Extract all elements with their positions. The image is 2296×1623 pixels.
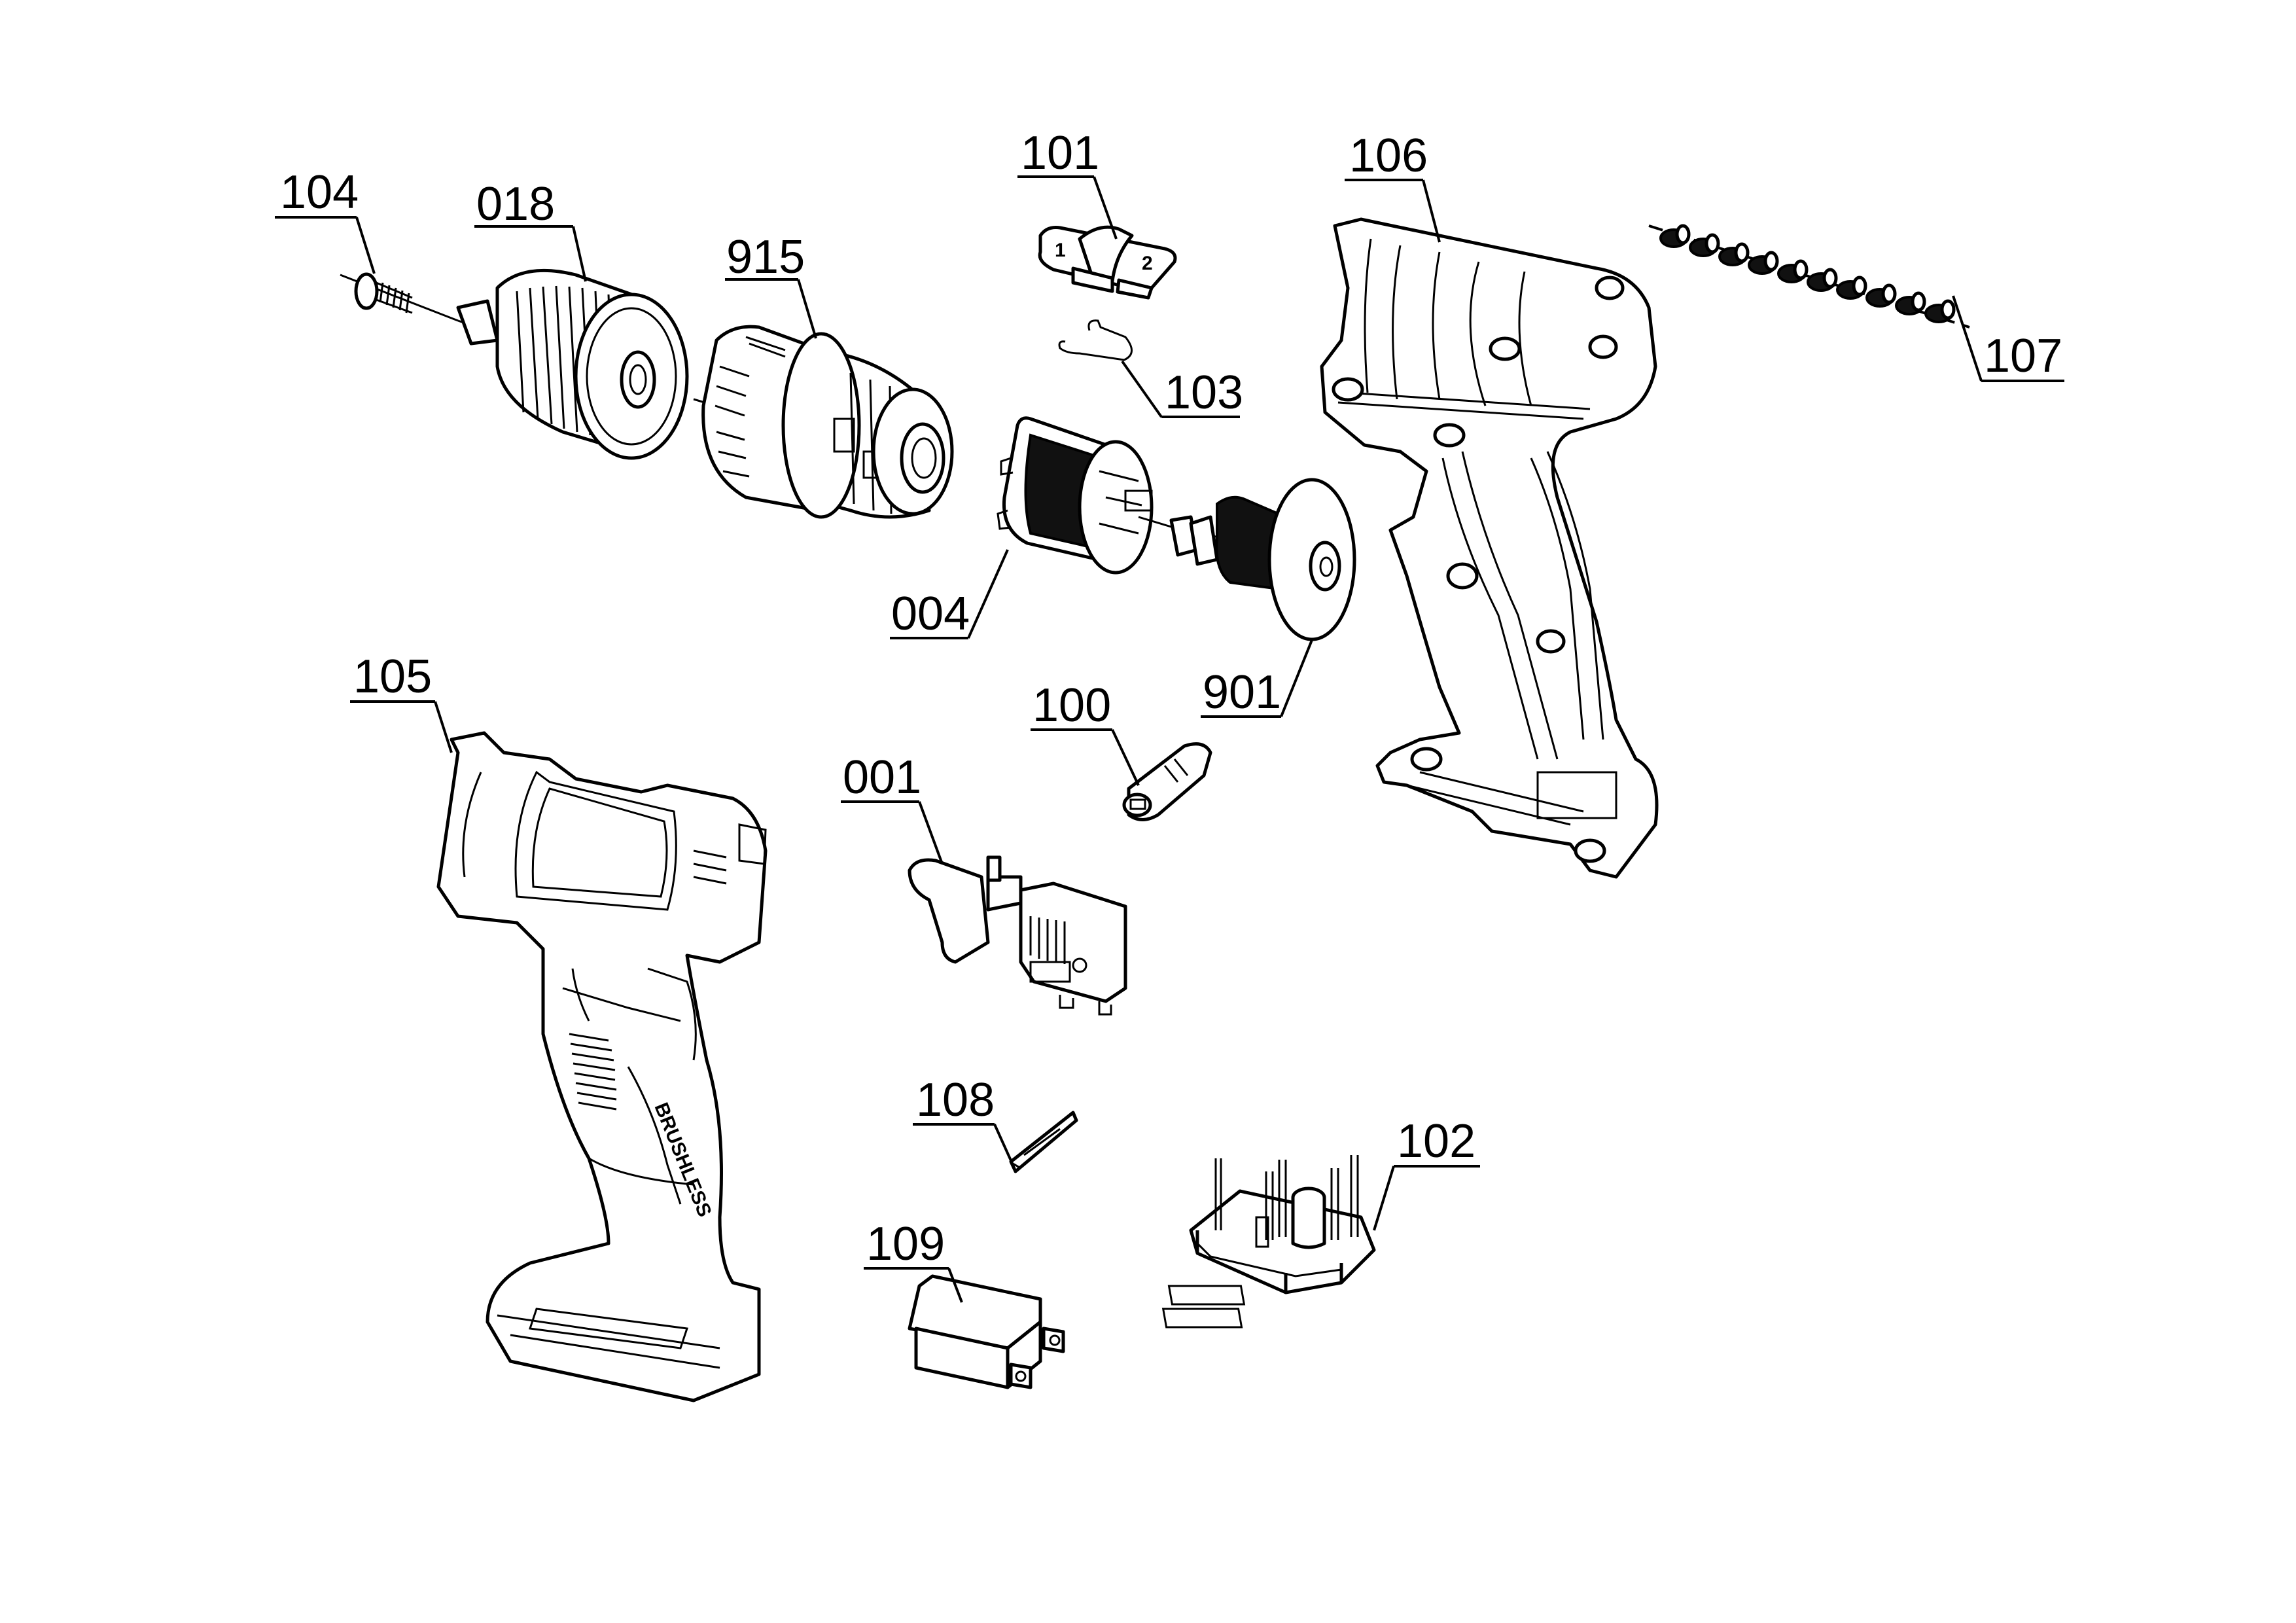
screw-head-8 xyxy=(1865,283,1897,308)
callout-109: 109 xyxy=(864,1218,963,1303)
part-number-101: 101 xyxy=(1021,127,1099,179)
screw-head-2 xyxy=(1689,233,1720,257)
part-901-rotor xyxy=(1169,478,1356,641)
part-number-103: 103 xyxy=(1165,366,1243,419)
callout-105: 105 xyxy=(350,651,453,753)
part-001-trigger xyxy=(908,855,1127,1016)
callout-001: 001 xyxy=(841,751,944,865)
screw-head-1 xyxy=(1659,224,1691,248)
part-018-chuck xyxy=(456,268,689,460)
screw-head-4 xyxy=(1748,251,1779,275)
part-number-901: 901 xyxy=(1203,666,1281,719)
callout-100: 100 xyxy=(1031,679,1140,786)
part-106-housing xyxy=(1320,217,1659,879)
callout-101: 101 xyxy=(1017,127,1118,240)
part-103-spring xyxy=(1058,319,1133,361)
part-109-battery-terminal xyxy=(908,1274,1246,1389)
part-100-reverse-switch xyxy=(1122,742,1212,821)
callout-106: 106 xyxy=(1345,130,1441,243)
screw-head-7 xyxy=(1836,276,1867,300)
part-107-screws xyxy=(1648,224,1970,329)
callout-004: 004 xyxy=(890,549,1009,640)
part-number-108: 108 xyxy=(916,1074,995,1126)
part-number-018: 018 xyxy=(476,178,555,230)
part-number-109: 109 xyxy=(866,1218,945,1270)
part-101-speed-switch: 1 2 xyxy=(1038,225,1177,300)
part-number-104: 104 xyxy=(280,166,359,219)
part-number-001: 001 xyxy=(843,751,921,804)
speed-mark-1: 1 xyxy=(1055,240,1066,261)
part-number-105: 105 xyxy=(353,651,432,703)
part-104-screw xyxy=(340,272,459,322)
part-number-004: 004 xyxy=(891,588,970,640)
part-004-stator xyxy=(997,416,1172,575)
screw-head-6 xyxy=(1807,268,1838,292)
part-number-100: 100 xyxy=(1033,679,1111,732)
part-number-106: 106 xyxy=(1349,130,1428,182)
callout-108: 108 xyxy=(913,1074,1014,1166)
callout-103: 103 xyxy=(1121,360,1243,419)
part-number-102: 102 xyxy=(1397,1115,1475,1168)
part-105-housing: BRUSHLESS xyxy=(436,731,768,1402)
callout-104: 104 xyxy=(275,166,376,274)
part-915-gearbox xyxy=(693,325,954,519)
callout-107: 107 xyxy=(1952,295,2064,382)
callout-901: 901 xyxy=(1201,639,1313,719)
callout-018: 018 xyxy=(474,178,587,282)
part-108-led-board xyxy=(1009,1111,1078,1173)
screw-head-5 xyxy=(1777,259,1809,283)
screw-head-3 xyxy=(1718,242,1750,266)
part-102-control-module xyxy=(1189,1155,1376,1294)
screw-head-10 xyxy=(1924,299,1956,323)
callout-915: 915 xyxy=(725,231,817,339)
screw-head-9 xyxy=(1895,291,1926,315)
part-number-107: 107 xyxy=(1984,330,2062,382)
callout-102: 102 xyxy=(1373,1115,1480,1231)
speed-mark-2: 2 xyxy=(1142,253,1153,274)
part-number-915: 915 xyxy=(726,231,805,283)
